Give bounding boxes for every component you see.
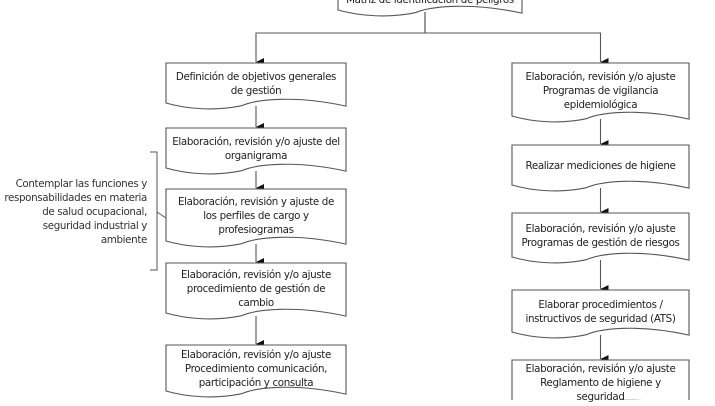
process-box-r1 [511,62,690,123]
nodes-layer [165,0,690,400]
annotation-note: Contemplar las funciones y responsabilid… [4,178,147,246]
process-label-l1: Definición de objetivos generales de ges… [175,71,337,97]
process-box-matriz [337,0,523,17]
process-label-r4: Elaborar procedimientos / instructivos d… [525,299,676,325]
edge-matriz-to-l1 [255,12,426,66]
process-box-l4 [165,262,347,320]
process-box-l1 [165,62,347,110]
process-label-matriz: Matriz de identificación de peligros [346,0,514,6]
process-label-l2: Elaboración, revisión y/o ajuste del org… [172,136,340,162]
process-box-r3 [511,212,690,264]
process-label-l5: Elaboración, revisión y/o ajuste Procedi… [181,349,331,389]
edges-layer [255,12,609,363]
annotation-layer [150,151,167,271]
process-label-l4: Elaboración, revisión y/o ajuste procedi… [181,269,331,309]
process-box-l2 [165,127,347,175]
process-label-r1: Elaboración, revisión y/o ajuste Program… [525,70,676,111]
process-label-l3: Elaboración, revisión y ajuste de los pe… [178,196,334,236]
annotation-bracket [150,151,167,271]
process-label-r2: Realizar mediciones de higiene [525,160,676,172]
process-box-r2 [511,144,690,192]
process-label-r3: Elaboración, revisión y/o ajuste Program… [521,223,680,249]
process-box-r5 [511,359,690,400]
edge-matriz-to-r1 [424,12,609,66]
process-box-r4 [511,289,690,339]
process-box-l3 [165,188,347,248]
process-box-l5 [165,344,347,398]
process-label-r5: Elaboración, revisión y/o ajuste Reglame… [525,363,676,403]
